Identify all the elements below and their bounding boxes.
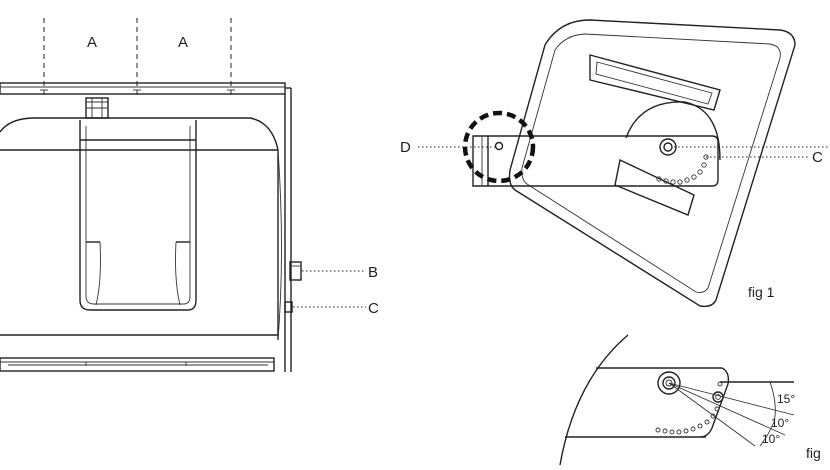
fig1-bracket-bar <box>472 135 719 187</box>
top-knob <box>85 97 109 119</box>
callout-c-right-label: C <box>812 149 823 166</box>
highlight-circle <box>462 110 536 184</box>
callout-d-label: D <box>400 139 411 156</box>
adjustment-holes <box>656 154 709 185</box>
fig1-side-view: D C fig 1 <box>400 19 830 308</box>
mount-a-left-label: A <box>87 34 97 51</box>
angle-rays <box>668 381 795 447</box>
angle-15-label: 15° <box>777 392 795 406</box>
speaker-body <box>0 117 282 341</box>
screw-icon <box>40 89 235 95</box>
side-screw-c <box>284 301 293 313</box>
bracket-top-bar <box>0 82 292 372</box>
figure-1-caption: fig 1 <box>748 284 775 300</box>
cabinet-outline <box>508 19 796 308</box>
bottom-rail <box>0 357 275 372</box>
angle-10-bottom-label: 10° <box>762 432 780 446</box>
callout-b-label: B <box>368 264 378 281</box>
front-view: A A <box>0 18 379 372</box>
fig2-angle-detail: 15° 10° 10° fig <box>559 334 821 466</box>
mount-a-right-label: A <box>178 34 188 51</box>
fig2-adjustment-holes <box>655 381 723 435</box>
side-knob-b <box>289 261 302 281</box>
figure-2-caption: fig <box>806 445 821 461</box>
callout-c-left-label: C <box>368 300 379 317</box>
ceiling-dashed-lines <box>43 18 232 95</box>
angle-10-middle-label: 10° <box>771 416 789 430</box>
yoke-arm <box>79 120 197 311</box>
